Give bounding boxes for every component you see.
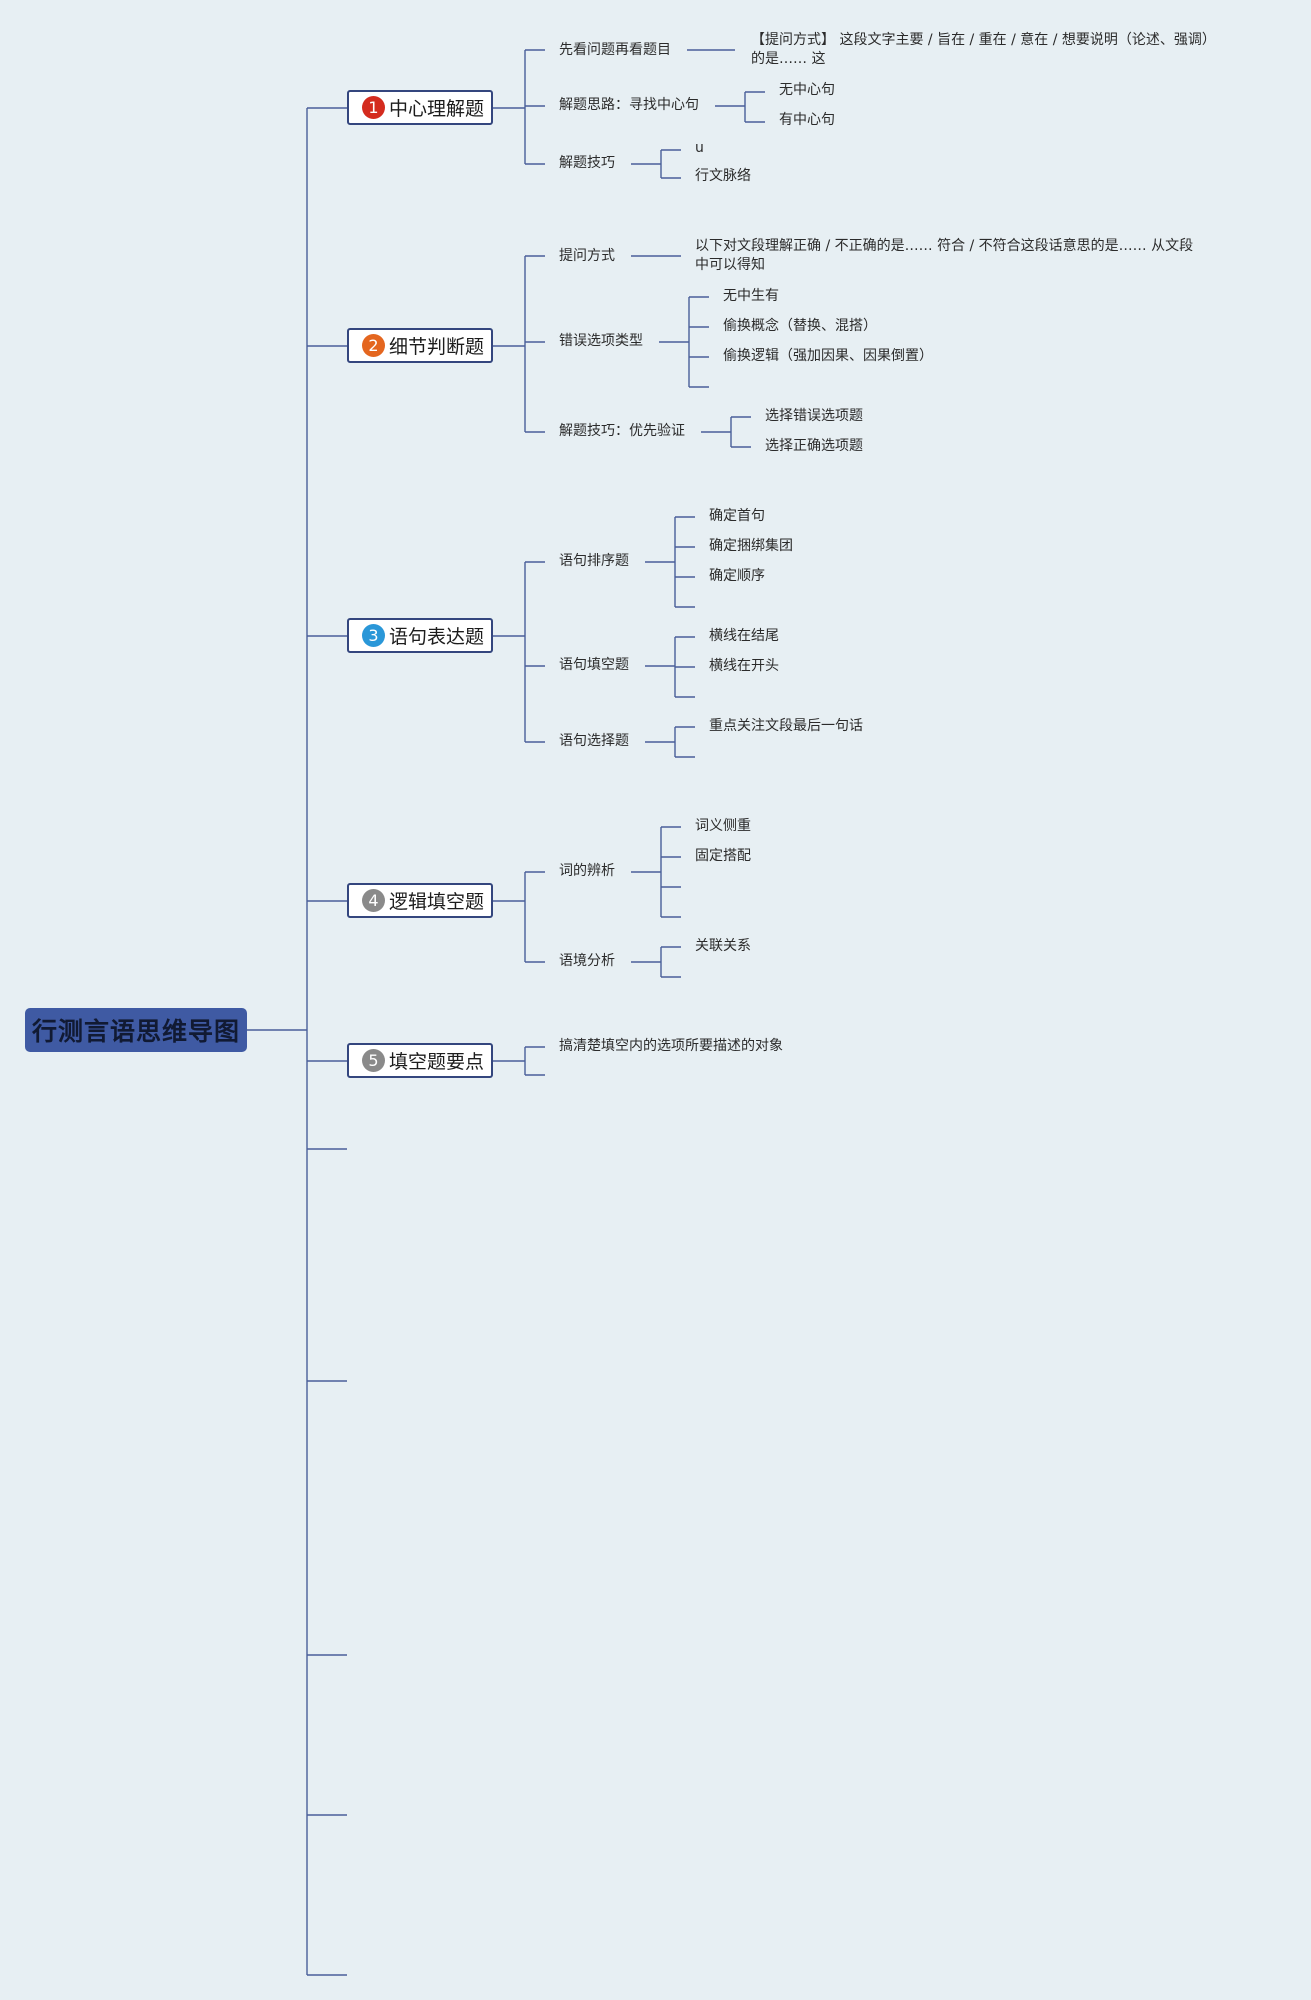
- leaf-2-3-1[interactable]: 选择错误选项题: [765, 408, 863, 424]
- branch-4-node[interactable]: 4 逻辑填空题: [347, 883, 493, 918]
- leaf-2-2-2[interactable]: 偷换概念（替换、混搭）: [723, 318, 877, 334]
- leaf-3-1-3[interactable]: 确定顺序: [709, 568, 765, 584]
- topic-1-2[interactable]: 解题思路：寻找中心句: [559, 97, 699, 113]
- branch-5-label: 填空题要点: [389, 1051, 485, 1073]
- branch-4-label: 逻辑填空题: [389, 891, 485, 913]
- branch-2-node[interactable]: 2 细节判断题: [347, 328, 493, 363]
- topic-1-3[interactable]: 解题技巧: [559, 155, 615, 171]
- leaf-2-2-1[interactable]: 无中生有: [723, 288, 779, 304]
- topic-2-2[interactable]: 错误选项类型: [559, 333, 643, 349]
- branch-3-node[interactable]: 3 语句表达题: [347, 618, 493, 653]
- leaf-4-1-2[interactable]: 固定搭配: [695, 848, 751, 864]
- topic-2-1[interactable]: 提问方式: [559, 248, 615, 264]
- number-badge-2: 2: [362, 334, 385, 357]
- number-badge-1: 1: [362, 96, 385, 119]
- root-node[interactable]: 行测言语思维导图: [25, 1008, 247, 1052]
- leaf-1-3-2[interactable]: 行文脉络: [695, 168, 751, 184]
- leaf-2-1-1[interactable]: 以下对文段理解正确 / 不正确的是…… 符合 / 不符合这段话意思的是…… 从文…: [695, 238, 1194, 273]
- topic-3-3[interactable]: 语句选择题: [559, 733, 629, 749]
- topic-3-1[interactable]: 语句排序题: [559, 553, 629, 569]
- leaf-3-2-2[interactable]: 横线在开头: [709, 658, 779, 674]
- number-badge-3: 3: [362, 624, 385, 647]
- topic-4-2[interactable]: 语境分析: [559, 953, 615, 969]
- leaf-3-2-1[interactable]: 横线在结尾: [709, 628, 779, 644]
- number-badge-5: 5: [362, 1049, 385, 1072]
- leaf-1-2-2[interactable]: 有中心句: [779, 112, 835, 128]
- topic-1-1[interactable]: 先看问题再看题目: [559, 42, 671, 58]
- topic-5-1[interactable]: 搞清楚填空内的选项所要描述的对象: [559, 1038, 783, 1054]
- branch-1-node[interactable]: 1 中心理解题: [347, 90, 493, 125]
- branch-2-label: 细节判断题: [389, 336, 485, 358]
- leaf-3-1-1[interactable]: 确定首句: [709, 508, 765, 524]
- branch-3-label: 语句表达题: [389, 626, 485, 648]
- leaf-3-3-1[interactable]: 重点关注文段最后一句话: [709, 718, 863, 734]
- branch-5-node[interactable]: 5 填空题要点: [347, 1043, 493, 1078]
- root-label: 行测言语思维导图: [31, 1017, 240, 1046]
- topic-4-1[interactable]: 词的辨析: [559, 863, 615, 879]
- number-badge-4: 4: [362, 889, 385, 912]
- leaf-1-2-1[interactable]: 无中心句: [779, 82, 835, 98]
- leaf-4-2-1[interactable]: 关联关系: [695, 938, 751, 954]
- leaf-2-3-2[interactable]: 选择正确选项题: [765, 438, 863, 454]
- leaf-1-3-1[interactable]: u: [695, 140, 704, 156]
- topic-3-2[interactable]: 语句填空题: [559, 657, 629, 673]
- leaf-4-1-1[interactable]: 词义侧重: [695, 818, 751, 834]
- leaf-3-1-2[interactable]: 确定捆绑集团: [709, 538, 793, 554]
- branch-1-label: 中心理解题: [389, 98, 485, 120]
- topic-2-3[interactable]: 解题技巧：优先验证: [559, 423, 685, 439]
- leaf-2-2-3[interactable]: 偷换逻辑（强加因果、因果倒置）: [723, 348, 933, 364]
- leaf-1-1-1[interactable]: 【提问方式】 这段文字主要 / 旨在 / 重在 / 意在 / 想要说明（论述、强…: [751, 32, 1216, 67]
